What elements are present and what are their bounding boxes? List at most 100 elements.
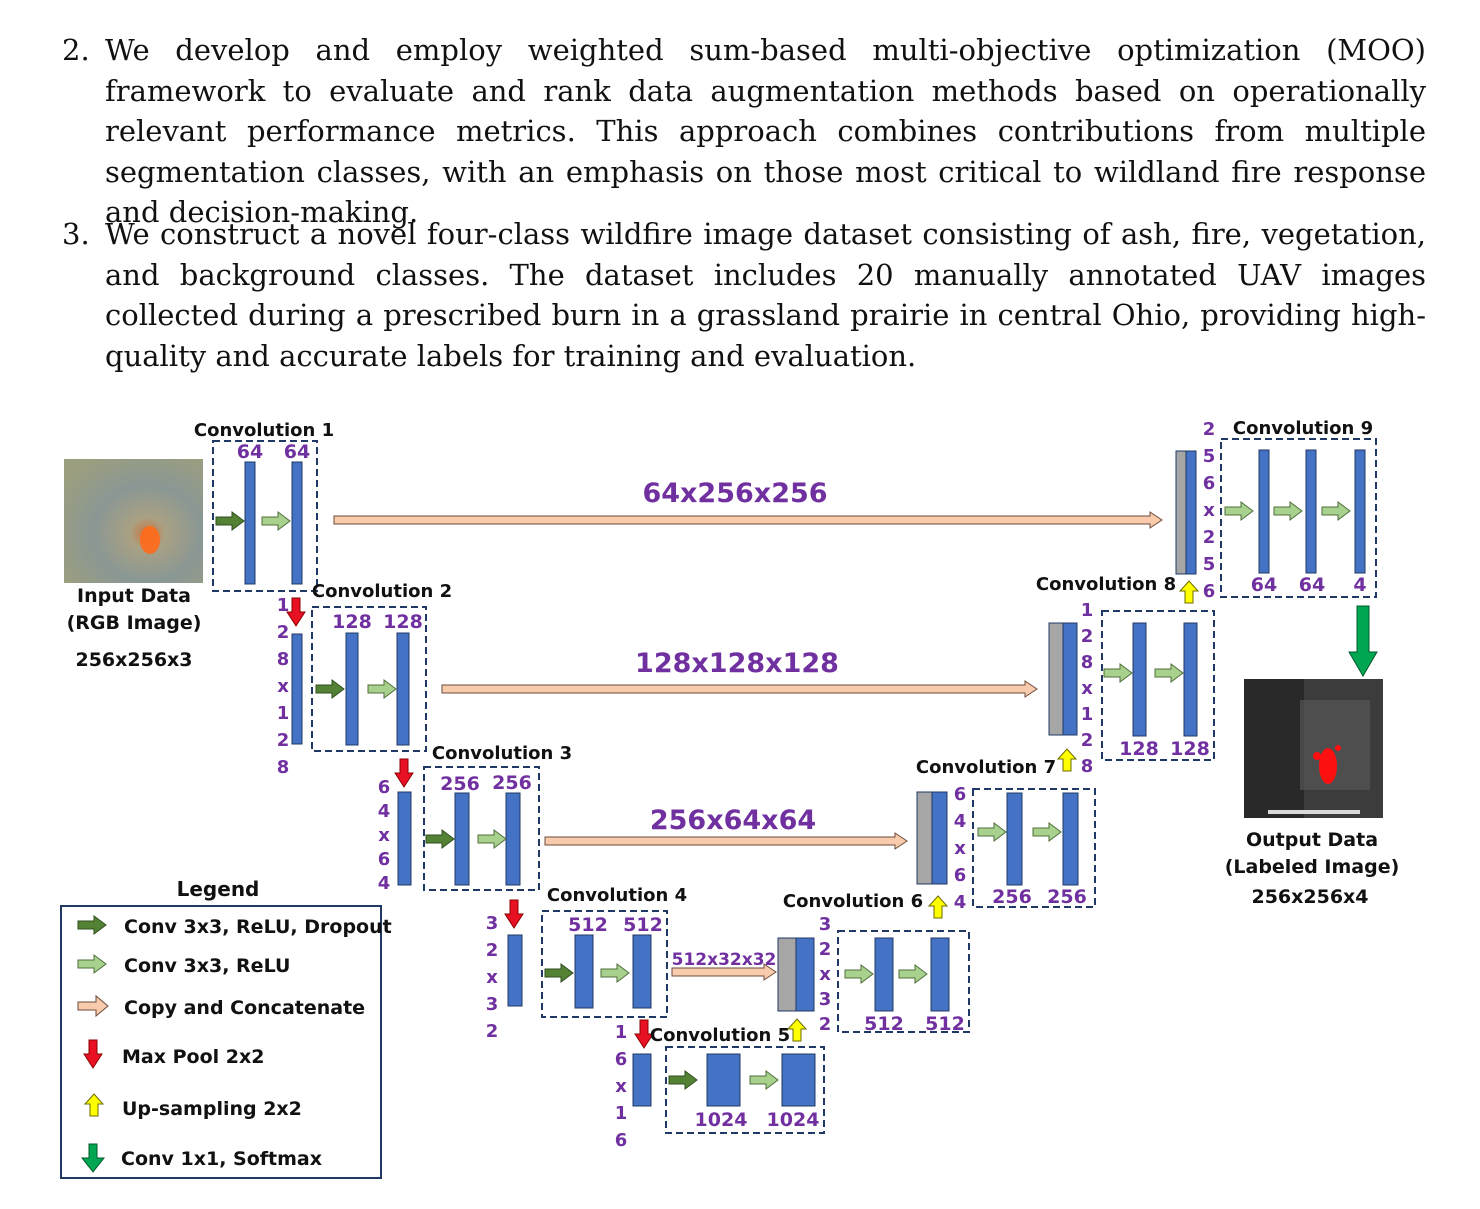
conv2-feature-map — [345, 632, 359, 746]
conv-relu-arrow — [1154, 663, 1184, 683]
conv5-feature-map — [781, 1053, 816, 1107]
dimension-char: 8 — [277, 649, 290, 670]
output-size: 256x256x4 — [1251, 886, 1368, 908]
conv9-channels-a: 64 — [1251, 574, 1277, 596]
dimension-char: x — [1081, 678, 1093, 699]
conv-relu-arrow — [844, 964, 874, 984]
legend-item: Copy and Concatenate — [124, 997, 365, 1019]
dimension-char: 6 — [378, 849, 391, 870]
conv5-channels-b: 1024 — [767, 1109, 820, 1131]
dimension-char: 2 — [1203, 527, 1216, 548]
conv7-channels-a: 256 — [992, 886, 1032, 908]
upsample-arrow — [787, 1018, 807, 1042]
dim-64x64: 64x64 — [954, 784, 967, 913]
conv9-feature-map — [1305, 449, 1317, 574]
copy-concat-arrow — [671, 963, 777, 981]
dimension-char: x — [1203, 500, 1215, 521]
conv-relu-arrow — [477, 829, 507, 849]
dimension-char: 2 — [1203, 419, 1216, 440]
pooled-map — [507, 934, 523, 1007]
conv-relu-arrow — [1103, 663, 1133, 683]
legend-item: Up-sampling 2x2 — [122, 1098, 302, 1120]
dimension-char: 2 — [819, 1014, 832, 1035]
conv5-channels-a: 1024 — [695, 1109, 748, 1131]
conv1-feature-map — [291, 461, 303, 585]
dimension-char: x — [378, 825, 390, 846]
maxpool-arrow — [504, 899, 524, 929]
concatenated-map — [916, 791, 933, 885]
conv8-block — [1101, 610, 1215, 761]
conv9-feature-map — [1354, 449, 1366, 574]
skip3-label: 256x64x64 — [650, 805, 816, 836]
input-image — [64, 459, 203, 583]
legend-copy-concat-icon — [77, 994, 109, 1018]
conv3-channels-a: 256 — [440, 773, 480, 795]
dimension-char: 6 — [615, 1130, 628, 1151]
unet-architecture-diagram: Input Data (RGB Image) 256x256x3 Convolu… — [60, 418, 1399, 1179]
softmax-arrow — [1348, 605, 1378, 677]
conv1-channels-b: 64 — [284, 441, 310, 463]
conv-dropout-arrow — [315, 679, 345, 699]
dimension-char: 1 — [1081, 704, 1094, 725]
legend-item: Conv 1x1, Softmax — [121, 1148, 322, 1170]
conv-dropout-arrow — [668, 1070, 698, 1090]
conv-dropout-arrow — [425, 829, 455, 849]
dimension-char: 1 — [277, 703, 290, 724]
concatenated-map — [1175, 450, 1187, 575]
dimension-char: 2 — [486, 940, 499, 961]
conv6-feature-map — [874, 937, 894, 1012]
conv7-feature-map — [1062, 792, 1079, 886]
conv2-channels-b: 128 — [383, 611, 423, 633]
dimension-char: 2 — [277, 622, 290, 643]
conv2-feature-map — [396, 632, 410, 746]
conv-dropout-arrow — [215, 511, 245, 531]
dimension-char: 8 — [1081, 756, 1094, 777]
pooled-map — [291, 633, 303, 745]
conv6-block — [837, 930, 970, 1033]
conv4-channels-b: 512 — [623, 914, 663, 936]
conv3-feature-map — [505, 792, 521, 886]
legend-box — [60, 905, 382, 1179]
paragraph-text: We develop and employ weighted sum-based… — [105, 33, 1426, 229]
dimension-char: 2 — [1081, 626, 1094, 647]
conv4-title: Convolution 4 — [547, 885, 687, 906]
dimension-char: x — [486, 967, 498, 988]
dimension-char: 6 — [1203, 581, 1216, 602]
dimension-char: 2 — [819, 939, 832, 960]
conv3-title: Convolution 3 — [432, 743, 572, 764]
conv4-feature-map — [632, 934, 652, 1009]
dim-128x128: 128x128 — [277, 595, 290, 778]
conv9-block — [1220, 438, 1377, 598]
conv-dropout-arrow — [544, 963, 574, 983]
input-title: Input Data — [77, 585, 191, 607]
conv3-block — [423, 766, 540, 891]
conv5-feature-map — [706, 1053, 741, 1107]
dimension-char: 6 — [1203, 473, 1216, 494]
contribution-item-3: 3. We construct a novel four-class wildf… — [62, 214, 1426, 376]
contribution-item-2: 2. We develop and employ weighted sum-ba… — [62, 30, 1426, 233]
concatenated-map — [777, 937, 797, 1012]
legend-item: Max Pool 2x2 — [122, 1046, 264, 1068]
dimension-char: 3 — [819, 989, 832, 1010]
conv1-feature-map — [244, 461, 256, 585]
input-size: 256x256x3 — [75, 649, 192, 671]
conv8-channels-a: 128 — [1119, 738, 1159, 760]
legend-item: Conv 3x3, ReLU — [124, 955, 290, 977]
upsample-arrow — [1057, 748, 1077, 772]
dimension-char: x — [819, 964, 831, 985]
skip4-label: 512x32x32 — [672, 950, 777, 970]
dimension-char: 6 — [954, 865, 967, 886]
copy-concat-arrow — [333, 511, 1163, 529]
list-number: 3. — [62, 217, 90, 251]
conv-relu-arrow — [749, 1070, 779, 1090]
dim-32x32: 3 2 x 3 2 — [819, 914, 832, 1035]
dimension-char: 2 — [486, 1021, 499, 1042]
dimension-char: x — [615, 1076, 627, 1097]
conv3-feature-map — [454, 792, 470, 886]
dimension-char: 3 — [819, 914, 832, 935]
dimension-char: 4 — [954, 811, 967, 832]
conv1-title: Convolution 1 — [194, 420, 334, 441]
conv2-block — [311, 606, 427, 752]
maxpool-arrow — [394, 758, 414, 788]
dimension-char: 2 — [277, 730, 290, 751]
